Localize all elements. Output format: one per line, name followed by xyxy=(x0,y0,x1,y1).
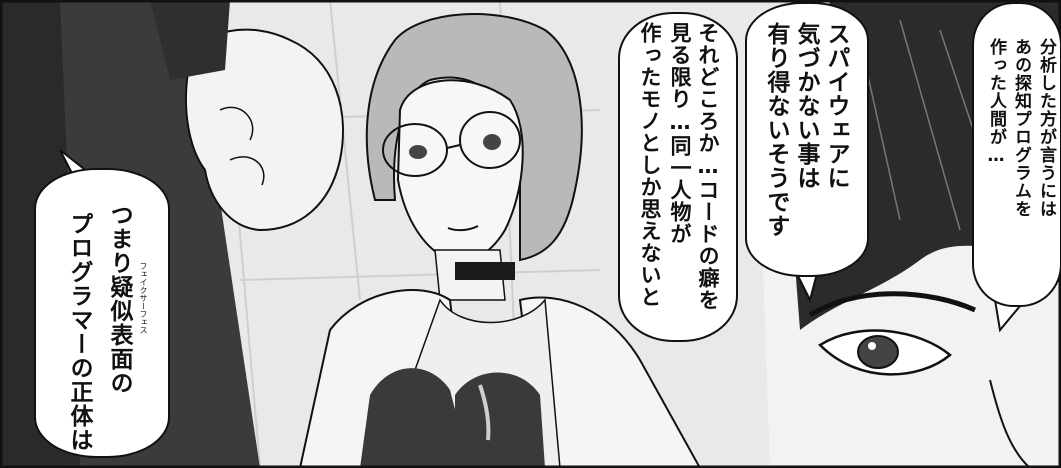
center-speech-bubble xyxy=(618,12,738,342)
center-bubble-line-3: 作ったモノとしか思えないと xyxy=(638,22,662,308)
left-bubble-ruby: フェイクサーフェス xyxy=(139,262,148,334)
left-bubble-line-1: つまり疑似表面の xyxy=(106,203,132,395)
man-eyebrow xyxy=(808,291,977,318)
left-bubble-line-2: プログラマーの正体は… xyxy=(66,212,92,468)
right-bubble-line-3: 作った人間が… xyxy=(986,38,1006,167)
middle-bubble-line-1: スパイウェアに xyxy=(823,22,849,190)
right-bubble-line-2: あの探知プログラムを xyxy=(1011,38,1031,218)
leotard xyxy=(360,368,470,468)
right-speech-bubble xyxy=(972,2,1061,307)
center-bubble-line-1: それどころか…コードの癖を xyxy=(696,22,720,311)
center-bubble-line-2: 見る限り…同一人物が xyxy=(668,22,692,245)
woman-hair xyxy=(365,12,583,262)
eyes xyxy=(409,134,501,159)
glasses xyxy=(382,111,521,177)
sleeve-cuff xyxy=(150,0,230,80)
middle-bubble-line-2: 気づかない事は xyxy=(793,22,819,190)
choker xyxy=(455,262,515,280)
middle-bubble-line-3: 有り得ないそうです xyxy=(763,22,789,238)
lips xyxy=(447,225,479,232)
man-iris xyxy=(857,335,899,369)
man-cheek-line xyxy=(989,379,1031,468)
right-bubble-line-1: 分析した方が言うには xyxy=(1036,38,1056,218)
left-speech-bubble xyxy=(34,168,170,458)
raised-fist xyxy=(184,28,344,232)
middle-speech-bubble xyxy=(745,2,869,277)
